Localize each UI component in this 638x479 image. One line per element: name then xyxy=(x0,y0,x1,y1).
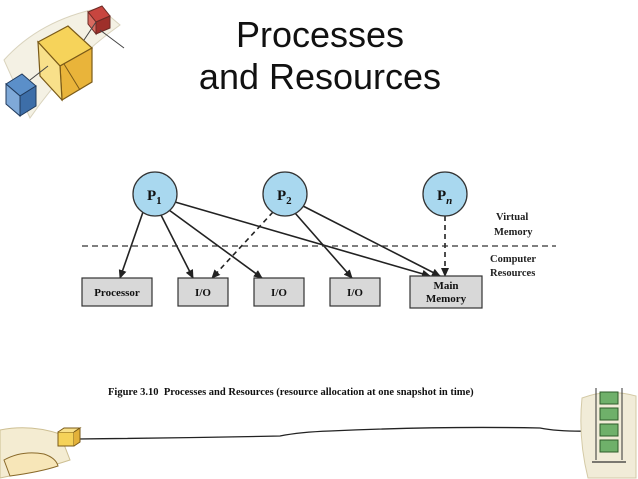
computer-resources-label-1: Computer xyxy=(490,254,536,265)
caption-text: Processes and Resources (resource alloca… xyxy=(159,387,475,398)
resource-label: I/O xyxy=(347,287,363,299)
resource-label-line-2: Memory xyxy=(426,293,467,305)
resource-label: I/O xyxy=(271,287,287,299)
edge-0 xyxy=(118,211,144,279)
resource-box xyxy=(329,277,381,307)
virtual-memory-label-1: Virtual xyxy=(496,212,528,223)
process-circle xyxy=(132,171,178,217)
resource-node-2: I/O xyxy=(177,277,229,307)
resource-box xyxy=(409,275,483,309)
resource-box xyxy=(177,277,229,307)
resource-label: I/O xyxy=(195,287,211,299)
clipart-boxes-icon xyxy=(3,5,125,120)
caption-figure-number: Figure 3.10 xyxy=(108,387,159,398)
process-label: P2 xyxy=(277,188,292,207)
resource-node-3: I/O xyxy=(253,277,305,307)
title-line-2: and Resources xyxy=(198,56,442,97)
virtual-memory-label-2: Memory xyxy=(494,227,533,238)
resource-node-4: I/O xyxy=(329,277,381,307)
process-node-3: Pn xyxy=(422,171,468,217)
allocation-edges xyxy=(118,201,449,279)
processes: P1 P2 Pn xyxy=(132,171,468,217)
clipart-hand-box-icon xyxy=(0,427,82,479)
slide-title: Processes and Resources xyxy=(170,14,470,98)
edge-4 xyxy=(211,211,274,279)
edge-3 xyxy=(174,201,431,278)
clipart-stack-icon xyxy=(580,388,637,479)
resource-label-line-1: Main xyxy=(433,280,458,292)
resource-box xyxy=(81,277,153,307)
process-node-1: P1 xyxy=(132,171,178,217)
edge-6 xyxy=(302,205,441,277)
process-circle xyxy=(422,171,468,217)
computer-resources-label-2: Resources xyxy=(490,268,535,279)
bottom-rule xyxy=(77,426,596,440)
process-label: P1 xyxy=(147,188,162,207)
process-label: Pn xyxy=(437,188,452,207)
resource-label: Processor xyxy=(94,287,140,299)
figure-caption: Figure 3.10 Processes and Resources (res… xyxy=(108,387,474,398)
title-line-1: Processes xyxy=(235,14,405,55)
resource-box xyxy=(253,277,305,307)
edge-2 xyxy=(168,209,263,279)
resource-node-1: Processor xyxy=(81,277,153,307)
process-circle xyxy=(262,171,308,217)
process-node-2: P2 xyxy=(262,171,308,217)
